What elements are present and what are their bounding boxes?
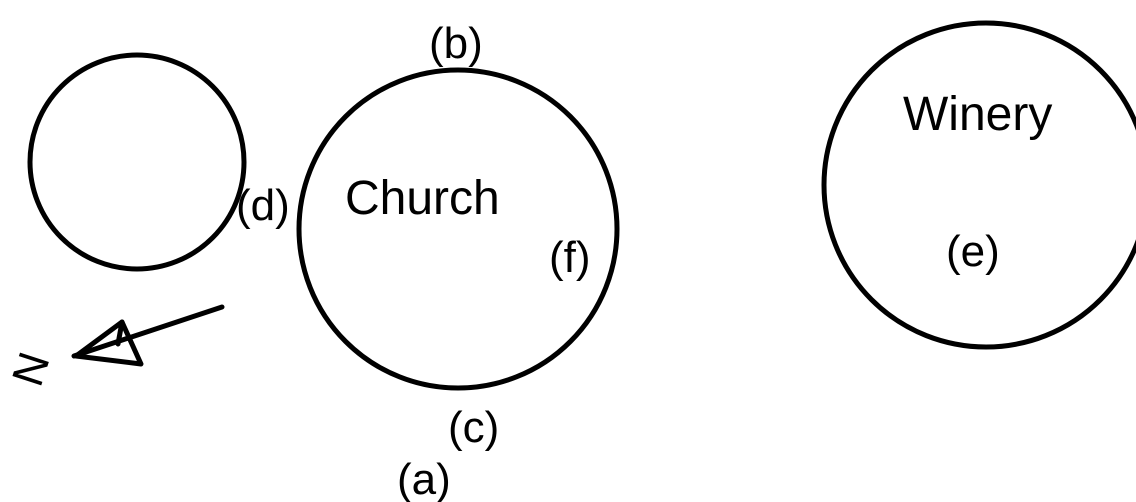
label-b: (b) <box>429 19 483 68</box>
label-f: (f) <box>549 233 591 282</box>
north-label: N <box>3 346 59 391</box>
north-arrow-icon <box>71 304 225 367</box>
label-d: (d) <box>236 181 290 230</box>
winery-circle <box>821 20 1136 350</box>
winery-label: Winery <box>903 88 1052 141</box>
label-e: (e) <box>946 227 1000 276</box>
unlabeled-building-circle <box>27 52 247 272</box>
church-label: Church <box>345 172 500 225</box>
label-a: (a) <box>397 455 451 502</box>
church-circle <box>296 67 620 391</box>
label-c: (c) <box>448 403 499 452</box>
